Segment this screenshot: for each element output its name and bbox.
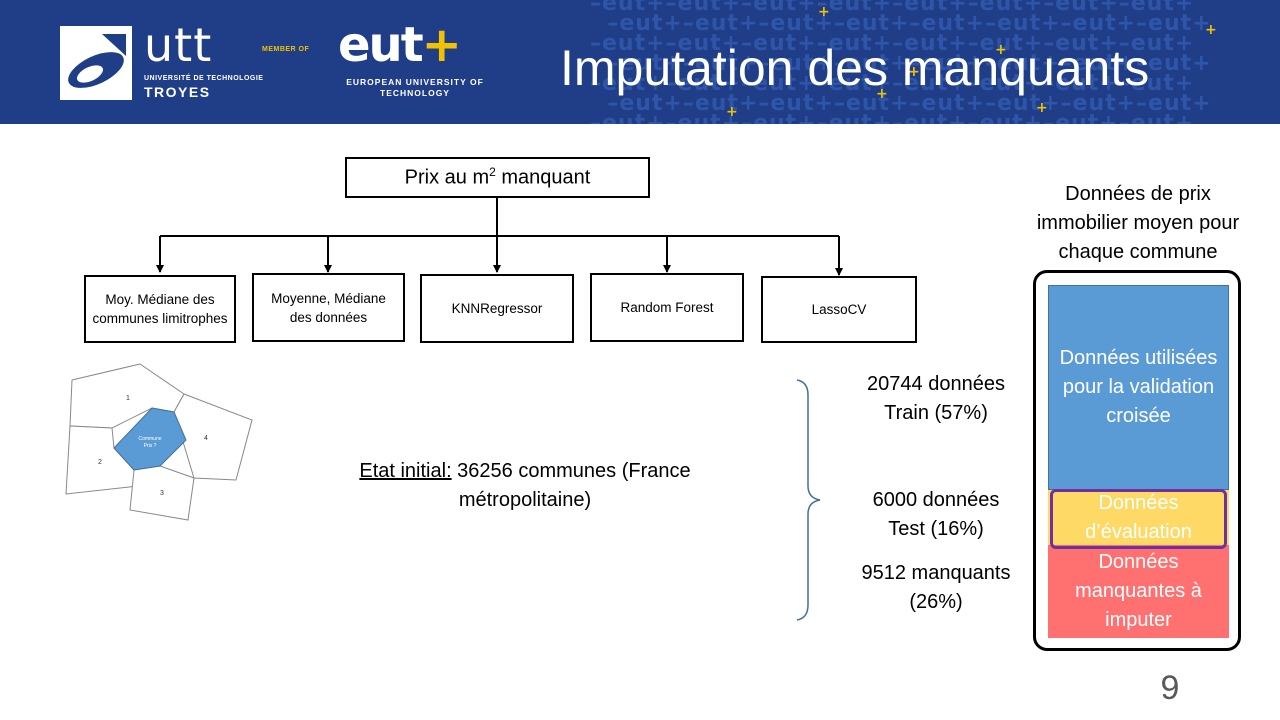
segment-cross-validation-label: Données utilisées pour la validation cro… <box>1059 347 1218 427</box>
method-node-lassocv: LassoCV <box>761 276 917 343</box>
split-test-label: Test (16%) <box>888 518 984 540</box>
data-panel-frame <box>1033 270 1241 651</box>
root-node-prefix: Prix au m <box>404 166 490 189</box>
segment-missing-label: Données manquantes à imputer <box>1075 551 1202 631</box>
sparkle-icon: + <box>1036 100 1048 116</box>
split-test: 6000 données Test (16%) <box>846 486 1026 544</box>
evaluation-highlight-outline <box>1050 489 1227 549</box>
neighbor-label-4: 4 <box>204 435 208 442</box>
method-node-label: Moy. Médiane des communes limitrophes <box>92 292 228 326</box>
split-brace <box>796 379 821 621</box>
segment-evaluation: Données d’évaluation <box>1048 490 1229 545</box>
neighbor-polygon-4 <box>173 393 253 481</box>
center-commune-polygon <box>113 407 187 471</box>
neighbor-label-2: 2 <box>98 459 102 466</box>
utt-logo-city: TROYES <box>144 84 211 100</box>
neighbor-label-3: 3 <box>160 490 164 497</box>
root-node-missing-price: Prix au m2 manquant <box>345 157 650 198</box>
segment-cross-validation: Données utilisées pour la validation cro… <box>1048 285 1229 490</box>
sparkle-icon: + <box>876 86 888 102</box>
eut-logo-plus: + <box>421 17 462 73</box>
utt-logo-text: utt <box>144 18 213 72</box>
member-of-label: MEMBER OF <box>262 46 310 53</box>
sparkle-icon: + <box>908 64 920 80</box>
segment-missing: Données manquantes à imputer <box>1048 545 1229 638</box>
method-node-label: KNNRegressor <box>451 301 543 316</box>
header-banner: –eut+–eut+–eut+–eut+–eut+–eut+–eut+–eut+… <box>0 0 1280 124</box>
method-node-label: LassoCV <box>811 302 867 317</box>
root-node-suffix: manquant <box>495 166 591 189</box>
split-train: 20744 données Train (57%) <box>846 370 1026 428</box>
split-missing: 9512 manquants (26%) <box>846 559 1026 617</box>
method-node-neighbors: Moy. Médiane des communes limitrophes <box>84 275 236 343</box>
utt-logo-icon <box>60 26 132 100</box>
root-node-label: Prix au m2 manquant <box>405 165 591 190</box>
commune-neighbors-map: 1 2 3 4 Commune Prix ? <box>65 363 253 521</box>
sparkle-icon: + <box>995 42 1007 58</box>
data-panel-caption: Données de prix immobilier moyen pour ch… <box>1036 183 1240 263</box>
split-test-count: 6000 données <box>872 489 1000 511</box>
slide-title: Imputation des manquants <box>560 40 1150 96</box>
sparkle-icon: + <box>1205 22 1217 38</box>
center-commune-price: Prix ? <box>144 443 157 449</box>
method-node-random-forest: Random Forest <box>590 273 744 342</box>
eut-logo-text: eut <box>338 17 424 73</box>
eut-logo-subtitle: EUROPEAN UNIVERSITY OF TECHNOLOGY <box>346 77 484 98</box>
split-train-label: Train (57%) <box>884 402 988 424</box>
method-node-label: Random Forest <box>620 300 714 315</box>
utt-logo-subtitle: UNIVERSITÉ DE TECHNOLOGIE <box>144 75 264 82</box>
method-node-mean-median: Moyenne, Médiane des données <box>252 273 405 342</box>
sparkle-icon: + <box>818 4 830 20</box>
eut-logo: eut+ <box>338 17 462 73</box>
center-commune-label: Commune <box>138 436 161 442</box>
split-train-count: 20744 données <box>867 373 1005 395</box>
neighbor-label-1: 1 <box>126 395 130 402</box>
segment-evaluation-label: Données d’évaluation <box>1085 491 1192 543</box>
split-missing-label: (26%) <box>909 591 963 613</box>
eut-background-pattern: –eut+–eut+–eut+–eut+–eut+–eut+–eut+–eut+… <box>590 0 1212 124</box>
initial-state-label: Etat initial: <box>359 460 452 482</box>
initial-state-value: 36256 communes (France métropolitaine) <box>451 460 697 511</box>
method-node-knn: KNNRegressor <box>420 274 574 343</box>
root-node-superscript: 2 <box>489 165 496 180</box>
page-number: 9 <box>1160 669 1180 707</box>
method-node-label: Moyenne, Médiane des données <box>271 290 386 325</box>
initial-state-text: Etat initial: 36256 communes (France mét… <box>330 457 720 515</box>
split-missing-count: 9512 manquants <box>861 562 1011 584</box>
sparkle-icon: + <box>726 104 738 120</box>
